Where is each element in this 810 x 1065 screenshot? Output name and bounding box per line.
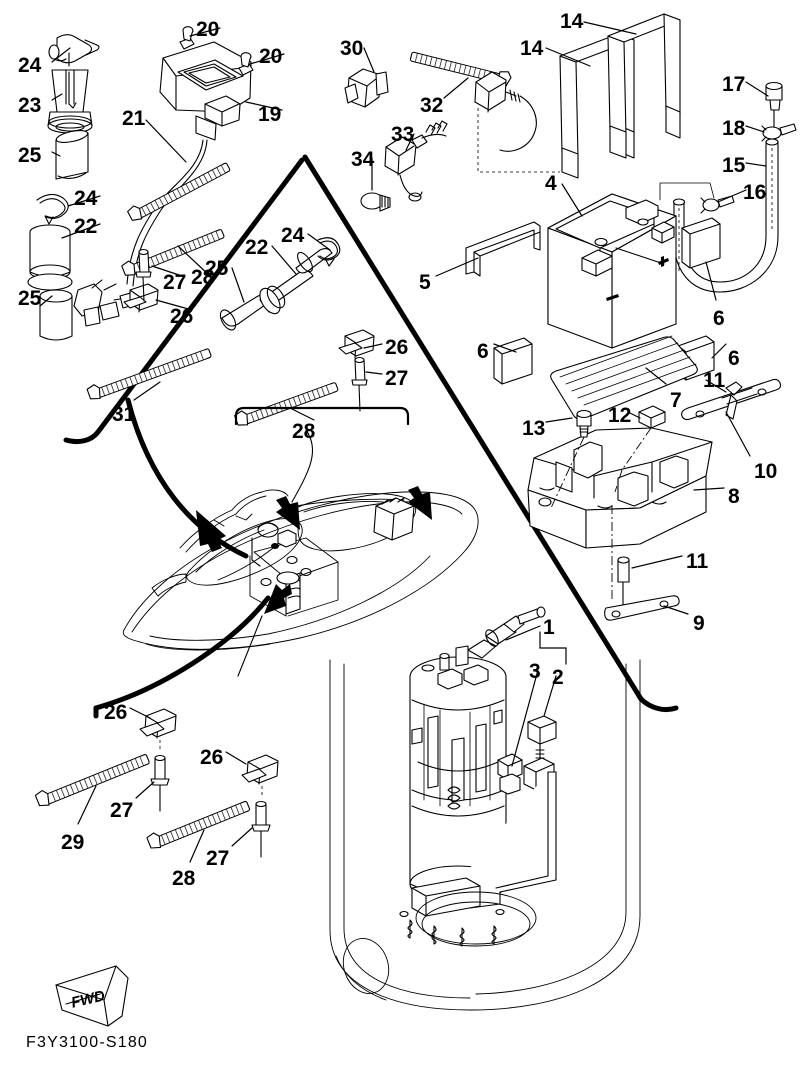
- callout-8: 8: [728, 485, 740, 508]
- callout-17: 17: [722, 73, 746, 96]
- callout-27: 27: [206, 847, 230, 870]
- callout-32: 32: [420, 94, 444, 117]
- callout-2: 2: [552, 666, 564, 689]
- callout-22: 22: [245, 236, 269, 259]
- callout-27: 27: [385, 367, 409, 390]
- callout-28: 28: [191, 266, 215, 289]
- callout-13: 13: [522, 417, 546, 440]
- callout-24: 24: [281, 224, 305, 247]
- callout-26: 26: [170, 305, 194, 328]
- callout-3: 3: [529, 660, 541, 683]
- callout-23: 23: [18, 94, 42, 117]
- callout-15: 15: [722, 154, 746, 177]
- callout-24: 24: [74, 187, 98, 210]
- callout-26: 26: [104, 701, 128, 724]
- callout-11: 11: [703, 369, 726, 392]
- callout-28: 28: [172, 867, 196, 890]
- callout-30: 30: [340, 37, 364, 60]
- callout-10: 10: [754, 460, 778, 483]
- callout-6: 6: [477, 340, 489, 363]
- callout-12: 12: [608, 404, 632, 427]
- callout-21: 21: [122, 107, 146, 130]
- callout-9: 9: [693, 612, 705, 635]
- callout-27: 27: [110, 799, 134, 822]
- callout-28: 28: [292, 420, 316, 443]
- callout-7: 7: [670, 389, 682, 412]
- callout-14: 14: [560, 10, 584, 33]
- callout-18: 18: [722, 117, 746, 140]
- callout-14: 14: [520, 37, 544, 60]
- callout-25: 25: [205, 257, 229, 280]
- callout-5: 5: [419, 271, 431, 294]
- callout-19: 19: [258, 103, 282, 126]
- callout-20: 20: [259, 45, 283, 68]
- callout-31: 31: [112, 403, 136, 426]
- diagram-code: F3Y3100-S180: [26, 1034, 149, 1051]
- callout-11: 11: [686, 550, 709, 573]
- callout-20: 20: [196, 18, 220, 41]
- callout-24: 24: [18, 54, 42, 77]
- callout-22: 22: [74, 215, 98, 238]
- callout-1: 1: [543, 616, 555, 639]
- callout-26: 26: [200, 746, 224, 769]
- callout-26: 26: [385, 336, 409, 359]
- callout-16: 16: [743, 181, 767, 204]
- callout-4: 4: [545, 172, 557, 195]
- callout-6: 6: [728, 347, 740, 370]
- callout-25: 25: [18, 144, 42, 167]
- callout-25: 25: [18, 287, 42, 310]
- callout-34: 34: [351, 148, 375, 171]
- callout-6: 6: [713, 307, 725, 330]
- callout-27: 27: [163, 271, 187, 294]
- callout-29: 29: [61, 831, 85, 854]
- callout-33: 33: [391, 123, 415, 146]
